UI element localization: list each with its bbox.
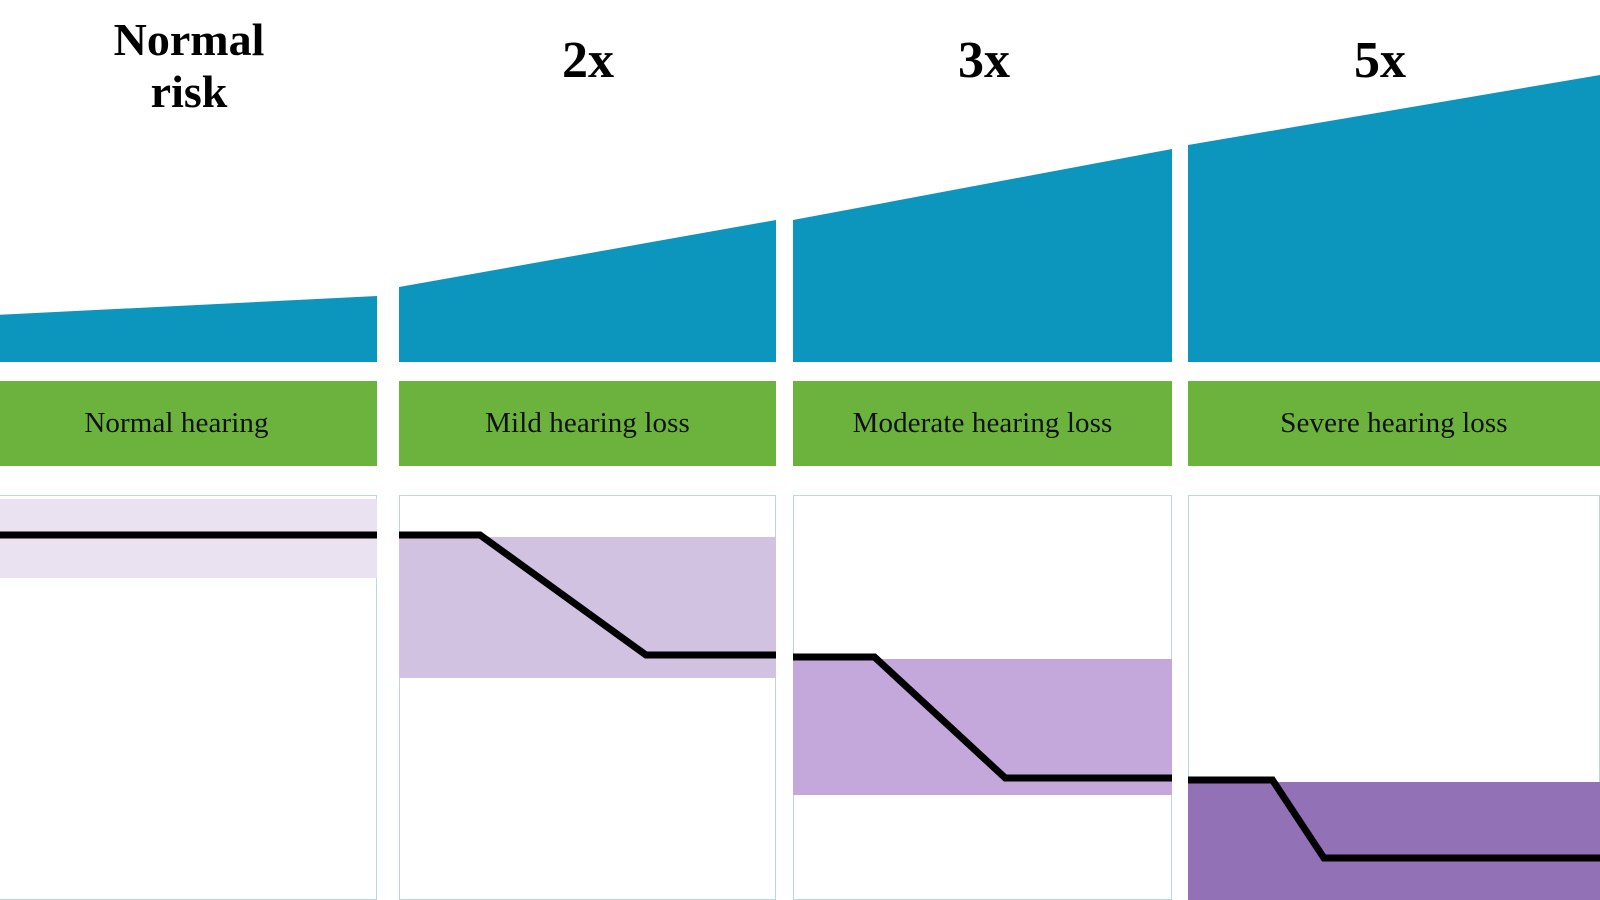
audiogram-line-2: [399, 531, 776, 659]
audiogram-polyline: [399, 531, 776, 659]
column-heading-1: Normal risk: [113, 14, 265, 117]
audiogram-polyline: [1188, 776, 1600, 862]
audiogram-line-1: [0, 531, 377, 539]
risk-wedge-shape: [793, 149, 1172, 362]
hearing-status-band-4: Severe hearing loss: [1188, 381, 1600, 466]
risk-wedge-3: [793, 149, 1172, 362]
audiogram-polyline: [793, 653, 1172, 782]
risk-wedge-1: [0, 296, 377, 362]
hearing-status-label: Mild hearing loss: [485, 407, 690, 439]
risk-wedge-4: [1188, 75, 1600, 362]
audiogram-line-4: [1188, 776, 1600, 862]
column-heading-2: 2x: [562, 32, 614, 89]
column-heading-4: 5x: [1354, 32, 1406, 89]
severity-band-3: [793, 659, 1172, 795]
risk-wedge-shape: [399, 220, 776, 362]
hearing-status-band-1: Normal hearing: [0, 381, 377, 466]
hearing-status-band-2: Mild hearing loss: [399, 381, 776, 466]
column-heading-3: 3x: [958, 32, 1010, 89]
hearing-status-label: Severe hearing loss: [1280, 407, 1508, 439]
hearing-status-band-3: Moderate hearing loss: [793, 381, 1172, 466]
audiogram-line-3: [793, 653, 1172, 782]
severity-band-4: [1188, 782, 1600, 900]
hearing-status-label: Moderate hearing loss: [852, 407, 1113, 439]
hearing-status-label: Normal hearing: [84, 407, 269, 439]
risk-wedge-shape: [0, 296, 377, 362]
risk-wedge-shape: [1188, 75, 1600, 362]
risk-wedge-2: [399, 220, 776, 362]
